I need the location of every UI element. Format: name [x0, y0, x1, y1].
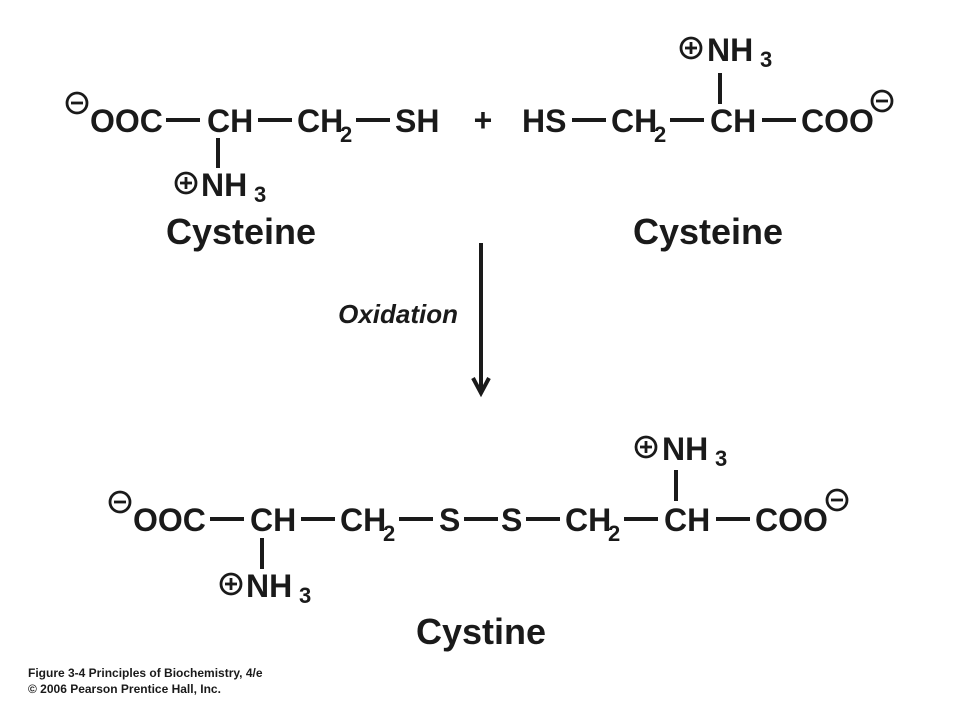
positive-charge-icon — [174, 171, 198, 195]
alpha-carbon: CH — [250, 502, 296, 538]
subscript-2: 2 — [383, 521, 395, 546]
positive-charge-icon — [634, 435, 658, 459]
figure-credit-line-1: Figure 3-4 Principles of Biochemistry, 4… — [28, 666, 263, 680]
amino-group: NH — [662, 431, 708, 467]
subscript-2: 2 — [340, 122, 352, 147]
figure-credit-line-2: © 2006 Pearson Prentice Hall, Inc. — [28, 682, 221, 696]
positive-charge-icon — [219, 572, 243, 596]
cysteine-left-name: Cysteine — [166, 211, 316, 252]
thiol-group: HS — [522, 103, 566, 139]
alpha-carbon: CH — [207, 103, 253, 139]
carboxylate-group: OOC — [90, 103, 163, 139]
amino-group: NH — [201, 167, 247, 203]
methylene-group: CH — [340, 502, 386, 538]
sulfur-atom: S — [501, 502, 522, 538]
amino-group: NH — [707, 32, 753, 68]
carboxylate-group: COO — [801, 103, 874, 139]
negative-charge-icon — [65, 91, 89, 115]
subscript-3: 3 — [760, 47, 772, 72]
methylene-group: CH — [611, 103, 657, 139]
subscript-2: 2 — [654, 122, 666, 147]
positive-charge-icon — [679, 36, 703, 60]
subscript-3: 3 — [254, 182, 266, 207]
cystine-product: OOC CH CH 2 S S CH 2 CH COO NH 3 — [108, 431, 849, 652]
alpha-carbon: CH — [664, 502, 710, 538]
subscript-2: 2 — [608, 521, 620, 546]
subscript-3: 3 — [299, 583, 311, 608]
cystine-name: Cystine — [416, 611, 546, 652]
methylene-group: CH — [565, 502, 611, 538]
negative-charge-icon — [108, 490, 132, 514]
reaction-step-label: Oxidation — [338, 299, 458, 329]
arrow-down-icon — [471, 377, 491, 398]
negative-charge-icon — [825, 488, 849, 512]
amino-group: NH — [246, 568, 292, 604]
reaction-arrow — [471, 243, 491, 398]
carboxylate-group: COO — [755, 502, 828, 538]
subscript-3: 3 — [715, 446, 727, 471]
negative-charge-icon — [870, 89, 894, 113]
plus-sign: + — [474, 102, 493, 138]
sulfur-atom: S — [439, 502, 460, 538]
cysteine-right: HS CH 2 CH COO NH 3 Cysteine — [522, 32, 894, 252]
thiol-group: SH — [395, 103, 439, 139]
methylene-group: CH — [297, 103, 343, 139]
cysteine-right-name: Cysteine — [633, 211, 783, 252]
carboxylate-group: OOC — [133, 502, 206, 538]
alpha-carbon: CH — [710, 103, 756, 139]
cysteine-left: OOC CH CH 2 SH NH 3 Cysteine — [65, 91, 439, 252]
